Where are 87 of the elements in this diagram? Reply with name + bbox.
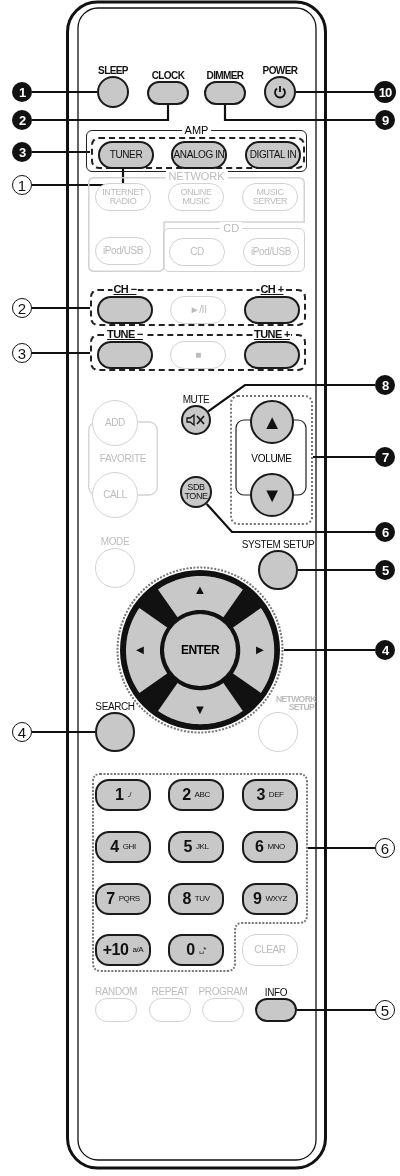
callout-number: 1 [12,82,32,102]
button-label: REPEAT [150,986,190,997]
section-heading: AMP [181,124,212,137]
inactive-button: INTERNET RADIO [95,183,151,211]
callout-number: 5 [375,560,395,580]
leader-line [32,105,170,122]
arrow-key: ► [232,607,274,693]
dotted-group-frame [230,395,313,525]
callout-number: 2 [12,110,32,130]
leader-line [32,90,97,94]
inactive-button: iPod/USB [243,238,299,266]
button-label: PROGRAM [197,986,249,997]
button-label: SEARCH [94,701,136,712]
number-key: +10 a/A [95,934,151,966]
callout-number: 6 [375,838,395,858]
button-label: CH + [259,284,285,296]
callout-number: 10 [374,81,396,103]
remote-button: DIGITAL IN [245,141,301,169]
number-key: 5 JKL [168,831,224,863]
group-label: VOLUME [251,454,292,464]
leader-line [313,455,375,459]
leader-line [207,383,375,413]
callout-number: 8 [375,375,395,395]
number-key: 9 WXYZ [242,883,298,915]
group-label: FAVORITE [99,454,147,464]
number-key: 0 ␣* [168,934,224,966]
number-key: 8 TUV [168,883,224,915]
leader-line [223,105,375,122]
callout-number: 4 [375,640,395,660]
inactive-round-button: CALL [92,472,138,518]
inactive-button: ►/II [170,296,226,324]
leader-line [205,503,375,534]
leader-line [32,150,90,154]
number-key: 2 ABC [168,779,224,811]
inactive-button: CD [169,238,225,266]
inactive-button: ■ [170,341,226,369]
callout-number: 4 [12,722,32,742]
button-label: TUNE + [253,329,291,341]
leader-line [308,846,375,850]
keypad-frame [92,773,308,972]
button-label: SYSTEM SETUP [240,539,316,550]
callout-number: 2 [12,298,32,318]
round-button: SDB TONE [180,476,212,508]
arrow-key: ◄ [126,607,168,693]
section-heading: CD [220,222,243,235]
callout-number: 9 [375,110,395,130]
leader-line [297,1008,375,1012]
arrow-key: ▲ [157,576,243,618]
section-heading: NETWORK [165,170,228,183]
inactive-button: CLEAR [242,934,298,966]
round-button: ▲ [250,400,294,444]
button-label: MUTE [181,394,211,405]
leader-line [298,568,375,572]
number-key: 1 ./ [95,779,151,811]
callout-number: 1 [12,175,32,195]
inactive-button: iPod/USB [95,237,151,265]
number-key: 3 DEF [242,779,298,811]
button-label: DIMMER [205,70,245,81]
button-label: SLEEP [97,65,129,76]
button-label: CLOCK [150,70,186,81]
inactive-button: MUSIC SERVER [242,183,298,211]
remote-button: TUNER [98,141,154,169]
remote-button: ANALOG IN [171,141,227,169]
callout-number: 3 [12,142,32,162]
button-label: MODE [99,536,131,547]
callout-number: 6 [375,522,395,542]
button-label: RANDOM [94,986,138,997]
callout-number: 7 [375,447,395,467]
button-label: INFO [263,987,289,998]
callout-number: 3 [12,343,32,363]
inactive-button: ONLINE MUSIC [168,183,224,211]
number-key: 7 PQRS [95,883,151,915]
inactive-round-button: ADD [92,400,138,446]
leader-line [284,648,375,652]
button-label: POWER [261,65,299,76]
button-label: CH − [112,284,138,296]
leader-line [32,351,90,355]
leader-line [32,306,90,310]
round-button: ▼ [250,473,294,517]
leader-line [32,730,95,734]
button-label: TUNE − [106,329,144,341]
callout-number: 5 [375,1000,395,1020]
leader-line [296,90,374,94]
number-key: 6 MNO [242,831,298,863]
arrow-key: ▼ [157,682,243,724]
dashed-group-frame [91,137,305,169]
number-key: 4 GHI [95,831,151,863]
